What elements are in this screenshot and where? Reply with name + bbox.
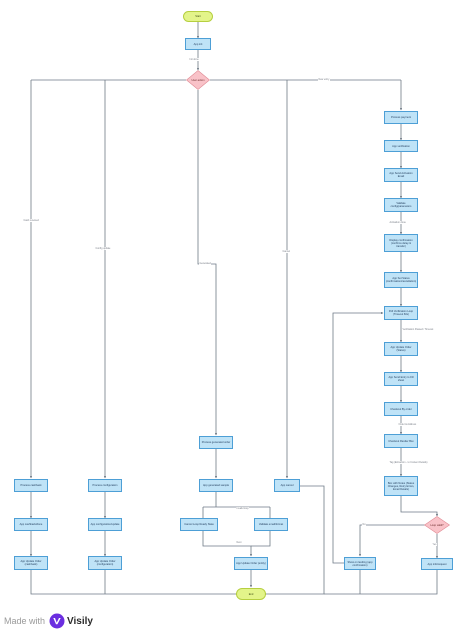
- update-status-node: App Update Order (Status): [384, 342, 418, 356]
- start-node: Start: [183, 11, 213, 22]
- loop-valid-label: Loop valid?: [430, 523, 444, 527]
- edge-gen-split: [202, 492, 271, 518]
- edge-label-no: No: [362, 523, 367, 526]
- edge-gen-3: [251, 531, 271, 547]
- app-info-request-node: App info/request: [421, 558, 453, 570]
- edge-label-invalid-loop: Invalid loop: [236, 507, 250, 510]
- send-fill-sheet-node: App Send Entry to Fill sheet: [384, 372, 418, 386]
- edge-end-left: [30, 570, 239, 596]
- edge-label-configuration: Config update: [95, 247, 111, 250]
- edge-label-tag-extraction: Tag (Extraction - to Content Details): [389, 461, 428, 464]
- checkout-render-node: Checkout Render Box: [384, 434, 418, 448]
- process-generated-node: Process generated order: [199, 436, 233, 449]
- decision-diamond-shape: [424, 516, 450, 534]
- user-action-decision: User action: [186, 70, 210, 90]
- process-configuration-node: Process configuration: [88, 479, 122, 492]
- edge-loop-no: [358, 524, 425, 557]
- edge-label-order-added: Order & Address: [398, 423, 417, 426]
- show-landing-node: Show on landing (app confirmation): [344, 557, 376, 570]
- app-configuration-node: App configuration/update: [88, 518, 122, 531]
- process-cashback-node: Process cashback: [14, 479, 48, 492]
- edge-end-right: [324, 570, 438, 595]
- display-confirmation-node: Display confirmation (confirms delay & t…: [384, 234, 418, 252]
- box-notes-node: Box with Notes (Status Changes, Retry Er…: [384, 476, 418, 496]
- validate-email-node: Validate email/format: [254, 518, 288, 531]
- edge-label-verification-passed: Verification Passed / Timeout: [402, 328, 434, 331]
- edge-label-generated: Generated: [199, 262, 212, 265]
- validate-config-node: Validate config/parameters: [384, 198, 418, 212]
- update-entity-node: App Update Order (entity): [234, 557, 268, 570]
- loop-valid-decision: Loop valid?: [424, 516, 450, 534]
- poll-verification-node: Poll Verification Loop (Timeout 60s): [384, 306, 418, 320]
- app-cashback-node: App cashback/done: [14, 518, 48, 531]
- app-init-node: App init: [185, 38, 211, 50]
- edge-label-cashback: Cash received: [23, 219, 40, 222]
- checkout-order-node: Checkout By order: [384, 402, 418, 416]
- end-node: End: [236, 588, 266, 600]
- edge-cancel-1: [263, 485, 325, 596]
- app-generated-sample-node: App generated sample: [199, 479, 233, 492]
- user-action-label: User action: [191, 78, 205, 82]
- made-with-text: Made with: [4, 616, 46, 626]
- app-cancel-node: App cancel: [274, 479, 300, 492]
- edge-label-new-entry: New entry: [318, 78, 330, 81]
- edge-pay-12: [400, 496, 439, 517]
- edge-label-init-done: Init done: [189, 58, 200, 61]
- cancel-loop-ready-node: Cancel Loop Ready State: [180, 518, 218, 531]
- edge-label-yes: Yes: [432, 543, 437, 546]
- update-cashback-node: App Update Order (cashback): [14, 556, 48, 570]
- process-payment-node: Process payment: [384, 111, 418, 124]
- made-with-visily-badge[interactable]: Made with Visily: [4, 613, 93, 629]
- set-status-node: App Set Status (confirmation/cancellatio…: [384, 272, 418, 288]
- visily-brand-name: Visily: [67, 615, 93, 627]
- update-config-node: App Update Order (configuration): [88, 556, 122, 570]
- app-verification-node: App verification: [384, 140, 418, 152]
- edge-label-cancel: Cancel: [282, 250, 291, 253]
- edge-gen-2: [202, 531, 253, 557]
- edge-loop-back: [332, 311, 384, 564]
- visily-logo-icon: [49, 613, 65, 629]
- send-activation-node: App Send Activation Email: [384, 168, 418, 182]
- edge-label-activation-done: Activation done: [389, 221, 407, 224]
- decision-diamond-shape: [186, 70, 210, 90]
- edge-label-next: Next: [236, 541, 242, 544]
